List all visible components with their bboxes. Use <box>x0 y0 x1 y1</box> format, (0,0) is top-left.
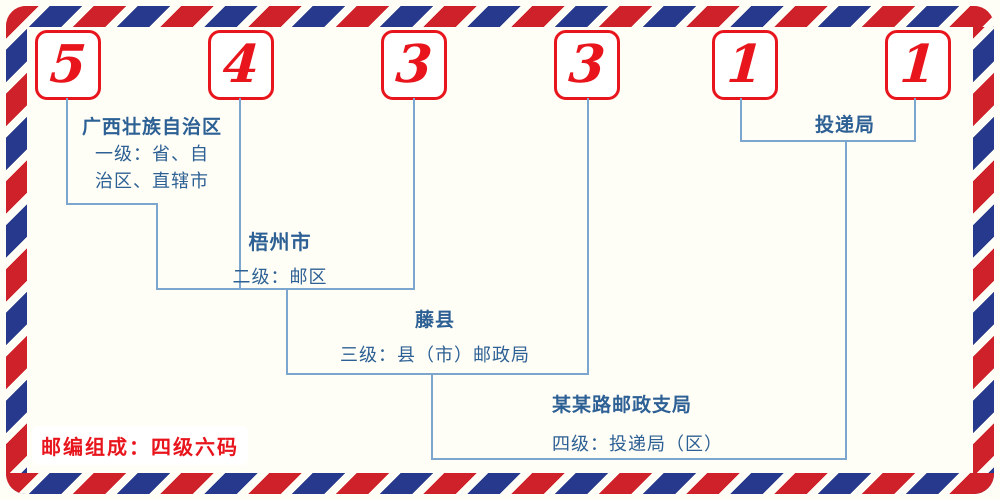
digit-box-2: 4 <box>208 30 274 100</box>
level4-label: 某某路邮政支局 四级：投递局（区） <box>552 390 852 456</box>
level3-region: 藤县 <box>414 309 455 331</box>
digit-box-6: 1 <box>885 30 951 100</box>
connector-digit3-vertical <box>413 98 415 288</box>
digit-box-4: 3 <box>554 30 620 100</box>
level1-desc-line1: 一级：省、自 <box>95 144 209 165</box>
digit-5: 1 <box>724 34 766 95</box>
connector-delivery-to-level4 <box>845 140 847 458</box>
connector-delivery-underline <box>741 140 916 142</box>
level4-desc: 四级：投递局（区） <box>552 434 723 455</box>
level1-label: 广西壮族自治区 一级：省、自 治区、直辖市 <box>68 114 236 195</box>
composition-note: 邮编组成：四级六码 <box>32 426 248 465</box>
connector-level4-underline <box>431 458 847 460</box>
level1-desc-line2: 治区、直辖市 <box>95 171 209 192</box>
level3-label: 藤县 三级：县（市）邮政局 <box>320 305 550 367</box>
digit-1: 5 <box>47 34 89 95</box>
connector-digit6-vertical <box>914 98 916 142</box>
connector-level1-underline <box>66 203 158 205</box>
connector-level2-to-level3 <box>286 288 288 375</box>
connector-digit1-vertical <box>66 98 68 203</box>
airmail-stripe-bottom <box>6 473 994 494</box>
level1-region: 广西壮族自治区 <box>81 116 222 138</box>
airmail-stripe-right <box>973 6 994 494</box>
connector-digit5-vertical <box>740 98 742 142</box>
level2-region: 梧州市 <box>248 230 312 254</box>
connector-digit2-vertical <box>239 98 241 288</box>
connector-level2-underline <box>156 288 415 290</box>
level2-desc: 二级：邮区 <box>232 267 328 288</box>
digit-3: 3 <box>393 34 435 95</box>
digit-4: 3 <box>566 34 608 95</box>
digit-6: 1 <box>897 34 939 95</box>
level4-region: 某某路邮政支局 <box>552 394 693 416</box>
digit-box-5: 1 <box>712 30 778 100</box>
connector-digit4-vertical <box>587 98 589 373</box>
airmail-stripe-top <box>6 6 994 27</box>
digit-box-3: 3 <box>381 30 447 100</box>
connector-level1-to-level2 <box>156 203 158 290</box>
delivery-office-text: 投递局 <box>814 114 875 136</box>
delivery-office-label: 投递局 <box>778 110 912 137</box>
level3-desc: 三级：县（市）邮政局 <box>340 345 530 366</box>
level2-label: 梧州市 二级：邮区 <box>200 226 360 289</box>
digit-2: 4 <box>220 34 262 95</box>
connector-level3-to-level4 <box>431 373 433 460</box>
connector-level3-underline <box>286 373 589 375</box>
digit-box-1: 5 <box>35 30 101 100</box>
airmail-stripe-left <box>6 6 27 494</box>
